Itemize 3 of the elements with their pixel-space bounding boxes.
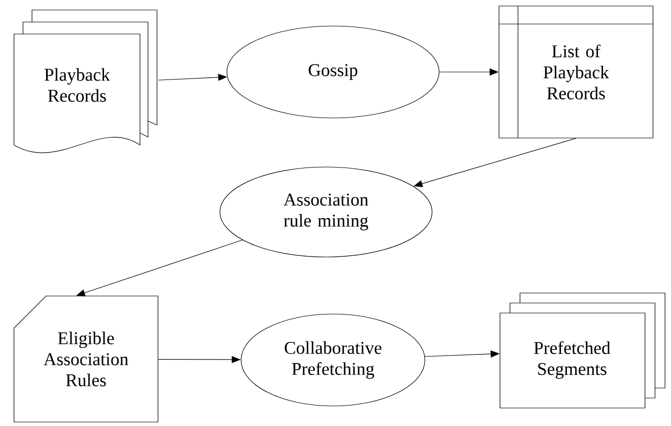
data-store-box: List of Playback Records [498, 6, 654, 138]
document-stack: Prefetched Segments [500, 292, 666, 408]
document-stack: Playback Records [14, 10, 158, 153]
